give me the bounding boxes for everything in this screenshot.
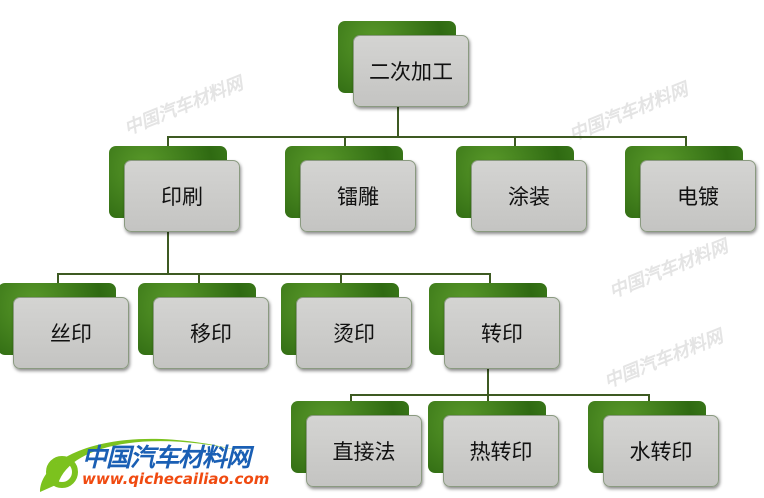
connector (57, 273, 491, 275)
node-label: 热转印 (443, 415, 559, 487)
node-label: 镭雕 (300, 160, 416, 232)
node-water-transfer: 水转印 (588, 401, 719, 487)
node-electroplating: 电镀 (625, 146, 756, 232)
connector (57, 273, 59, 285)
node-coating: 涂装 (456, 146, 587, 232)
node-laser-engraving: 镭雕 (285, 146, 416, 232)
node-heat-transfer: 热转印 (428, 401, 559, 487)
node-screen-printing: 丝印 (0, 283, 129, 369)
node-label: 直接法 (306, 415, 422, 487)
connector (487, 368, 489, 395)
node-direct-method: 直接法 (291, 401, 422, 487)
node-label: 涂装 (471, 160, 587, 232)
connector (340, 273, 342, 285)
node-transfer-printing: 转印 (429, 283, 560, 369)
connector (198, 273, 200, 285)
node-label: 水转印 (603, 415, 719, 487)
connector (167, 230, 169, 274)
connector (487, 394, 489, 404)
connector (397, 105, 399, 137)
node-label: 移印 (153, 297, 269, 369)
node-pad-printing: 移印 (138, 283, 269, 369)
node-label: 印刷 (124, 160, 240, 232)
connector (350, 394, 650, 396)
watermark: 中国汽车材料网 (601, 326, 726, 393)
connector (350, 394, 352, 404)
node-label: 丝印 (13, 297, 129, 369)
watermark: 中国汽车材料网 (606, 236, 731, 303)
node-label: 二次加工 (353, 35, 469, 107)
node-label: 烫印 (296, 297, 412, 369)
connector (344, 136, 346, 148)
watermark: 中国汽车材料网 (121, 73, 246, 140)
connector (685, 136, 687, 148)
logo-name: 中国汽车材料网 (82, 443, 251, 472)
connector (489, 273, 491, 285)
site-logo: 中国汽车材料网 www.qichecailiao.com (30, 424, 269, 494)
node-hot-stamping: 烫印 (281, 283, 412, 369)
node-root: 二次加工 (338, 21, 469, 107)
connector (514, 136, 516, 148)
logo-url: www.qichecailiao.com (82, 470, 270, 488)
node-label: 电镀 (640, 160, 756, 232)
connector (167, 136, 687, 138)
logo-swoosh-icon (40, 438, 245, 492)
node-printing: 印刷 (109, 146, 240, 232)
node-label: 转印 (444, 297, 560, 369)
connector (648, 394, 650, 404)
connector (167, 136, 169, 148)
